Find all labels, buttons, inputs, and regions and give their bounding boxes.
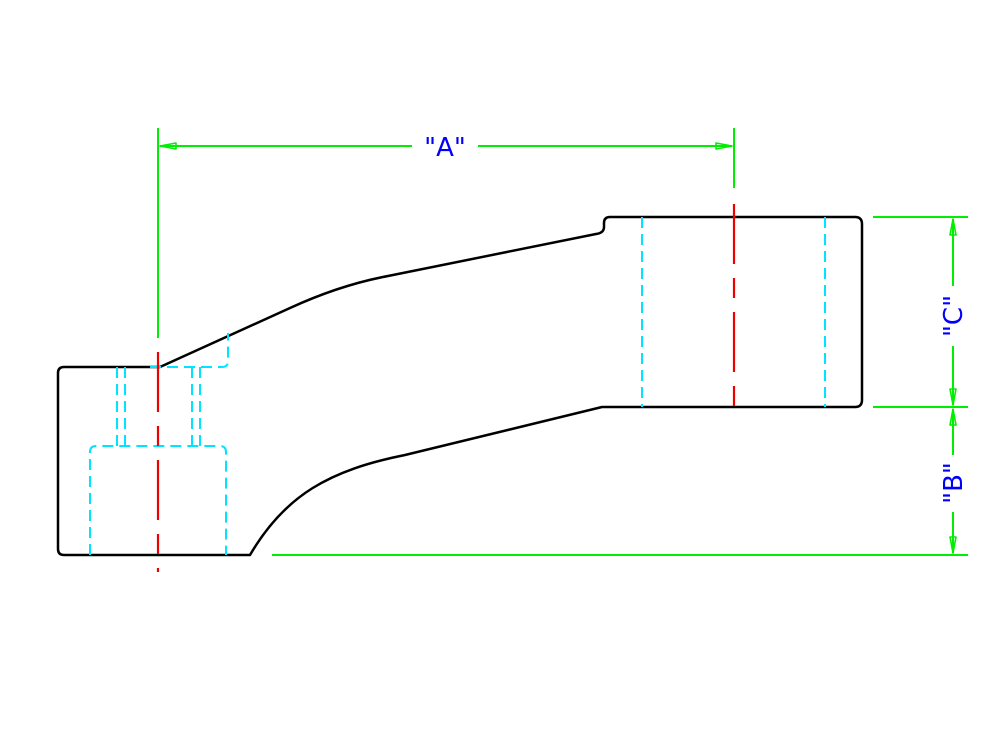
dim-a-arrow-right bbox=[715, 142, 733, 150]
hidden-top-recess bbox=[150, 333, 229, 368]
dim-a-label: "A" bbox=[424, 133, 466, 163]
dim-c-arrow-top bbox=[949, 218, 957, 236]
dim-b-label: "B" bbox=[939, 462, 969, 504]
arrowheads bbox=[159, 142, 957, 554]
part-outline bbox=[56, 215, 864, 557]
dim-c-label: "C" bbox=[939, 295, 969, 337]
dim-b-arrow-top bbox=[949, 408, 957, 426]
center-lines bbox=[156, 204, 736, 572]
outer-profile bbox=[56, 215, 864, 557]
dim-a-arrow-left bbox=[159, 142, 177, 150]
dimension-lines bbox=[157, 128, 968, 556]
hidden-lines bbox=[89, 217, 826, 555]
dim-b-arrow-bottom bbox=[949, 536, 957, 554]
dim-c-arrow-bottom bbox=[949, 388, 957, 406]
